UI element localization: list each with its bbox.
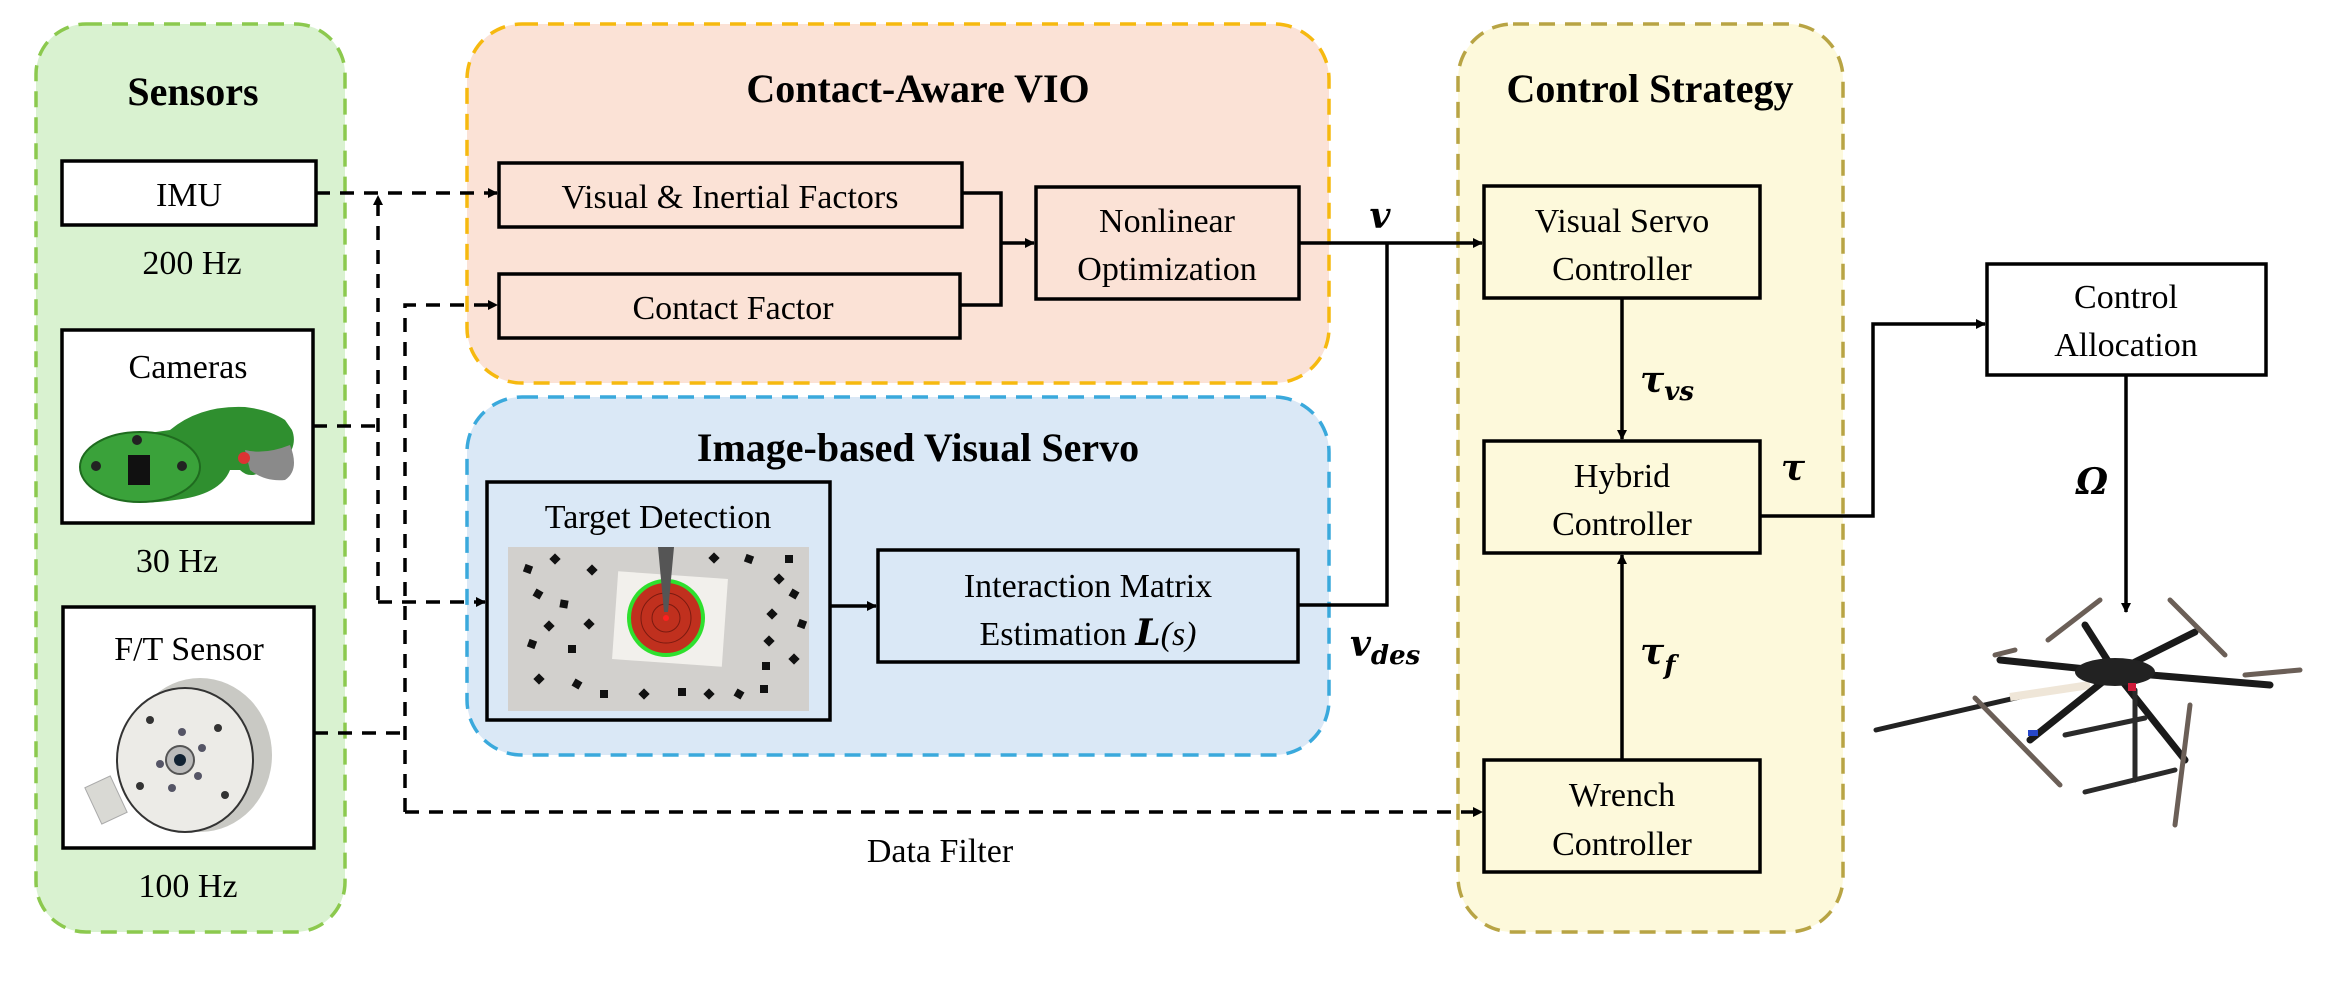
- visual-servo-controller-line2: Controller: [1552, 251, 1692, 288]
- v-des-signal-connector: [1298, 243, 1389, 607]
- hexacopter-drone-image: [1873, 597, 2303, 828]
- nonlinear-optimization-block[interactable]: Nonlinear Optimization: [1034, 185, 1301, 301]
- tau-f-signal-label: τf: [1640, 631, 1679, 681]
- contact-to-nonlinear-connector: [960, 243, 1003, 307]
- nonlinear-optimization-line2: Optimization: [1077, 251, 1256, 288]
- omega-signal-label: Ω: [2075, 461, 2108, 503]
- target-detection-block[interactable]: Target Detection: [485, 480, 832, 722]
- v-signal-label: v: [1370, 195, 1392, 237]
- ft-sensor-rate: 100 Hz: [138, 868, 237, 905]
- imu-label: IMU: [156, 177, 222, 214]
- control-allocation-line2: Allocation: [2054, 327, 2198, 364]
- interaction-matrix-line1: Interaction Matrix: [964, 568, 1212, 605]
- cameras-block[interactable]: Cameras: [60, 328, 315, 525]
- cameras-label: Cameras: [129, 349, 248, 386]
- control-allocation-block[interactable]: Control Allocation: [1985, 262, 2268, 377]
- contact-factor-block[interactable]: Contact Factor: [497, 272, 962, 340]
- tau-signal-label: τ: [1781, 447, 1806, 489]
- v-des-signal-label: vdes: [1350, 623, 1421, 671]
- interaction-matrix-symbol: L: [1134, 612, 1160, 654]
- imu-block[interactable]: IMU: [60, 159, 318, 227]
- ibvs-title: Image-based Visual Servo: [697, 425, 1139, 470]
- target-detection-label: Target Detection: [545, 499, 771, 536]
- tau-vs-signal-label: τvs: [1640, 359, 1694, 407]
- ft-sensor-image: [84, 678, 272, 833]
- visual-inertial-factors-block[interactable]: Visual & Inertial Factors: [497, 161, 964, 229]
- contact-factor-label: Contact Factor: [632, 290, 834, 327]
- data-filter-label: Data Filter: [867, 833, 1014, 870]
- control-allocation-line1: Control: [2074, 279, 2178, 316]
- hybrid-controller-line2: Controller: [1552, 506, 1692, 543]
- control-strategy-title: Control Strategy: [1507, 66, 1794, 111]
- ft-sensor-label: F/T Sensor: [114, 631, 264, 668]
- cameras-rate: 30 Hz: [136, 543, 218, 580]
- sensors-title: Sensors: [127, 69, 258, 114]
- visual-servo-controller-line1: Visual Servo: [1535, 203, 1710, 240]
- wrench-controller-line2: Controller: [1552, 826, 1692, 863]
- hybrid-controller-block[interactable]: Hybrid Controller: [1482, 439, 1762, 555]
- camera-rig-image: [79, 406, 294, 503]
- interaction-matrix-block[interactable]: Interaction Matrix Estimation L(s): [876, 548, 1300, 664]
- visual-servo-controller-block[interactable]: Visual Servo Controller: [1482, 184, 1762, 300]
- wrench-controller-line1: Wrench: [1569, 777, 1675, 814]
- target-detection-image: [508, 547, 809, 711]
- nonlinear-optimization-line1: Nonlinear: [1099, 203, 1236, 240]
- ft-sensor-block[interactable]: F/T Sensor: [61, 605, 316, 850]
- ft-to-contact-connector: [403, 300, 498, 812]
- imu-rate: 200 Hz: [142, 245, 241, 282]
- wrench-controller-block[interactable]: Wrench Controller: [1482, 758, 1762, 874]
- interaction-matrix-line2: Estimation L(s): [979, 612, 1196, 654]
- tau-to-allocation-connector: [1760, 319, 1986, 518]
- vi-to-nonlinear-connector: [962, 191, 1003, 243]
- visual-inertial-factors-label: Visual & Inertial Factors: [562, 179, 899, 216]
- hybrid-controller-line1: Hybrid: [1574, 458, 1670, 495]
- vio-title: Contact-Aware VIO: [746, 66, 1089, 111]
